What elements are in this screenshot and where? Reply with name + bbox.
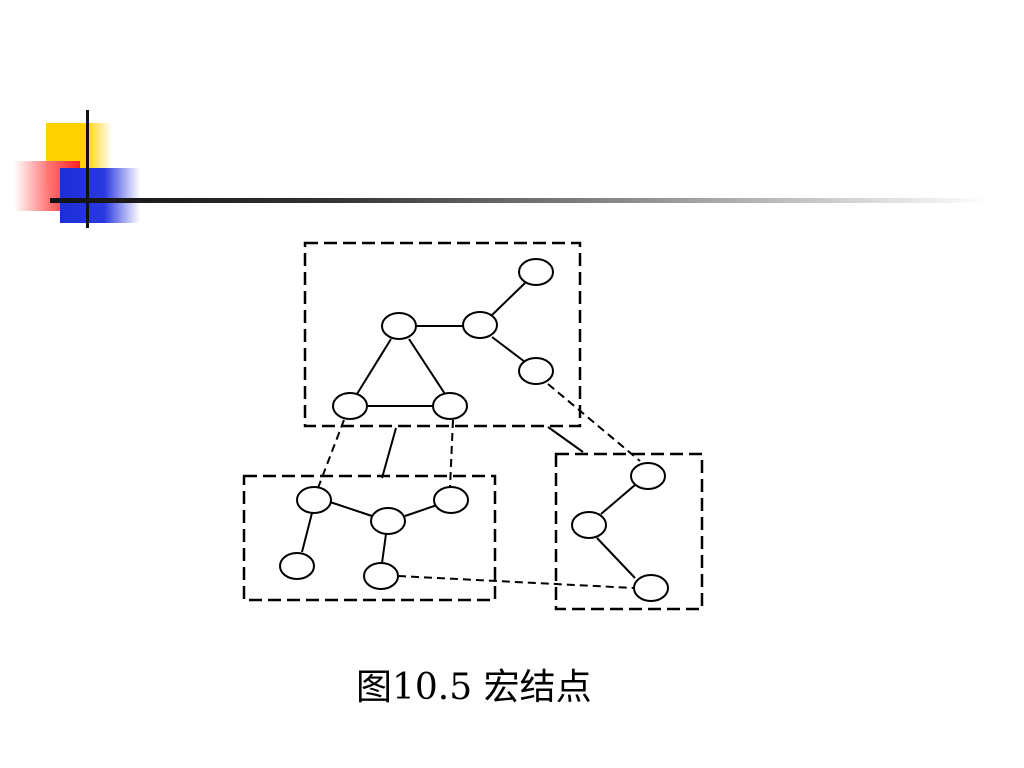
edge-solid	[381, 533, 387, 564]
edge-solid	[600, 484, 636, 515]
graph-node	[518, 258, 554, 286]
macro-node-box-bottom-left	[242, 474, 497, 602]
edge-solid	[596, 537, 636, 579]
graph-node	[630, 462, 666, 490]
graph-node	[462, 311, 498, 339]
edge-solid	[404, 503, 441, 517]
graph-node	[332, 392, 368, 420]
edge-dashed	[547, 383, 641, 462]
graph-node	[296, 486, 332, 514]
title-rule	[50, 198, 990, 203]
edge-dashed	[317, 419, 345, 489]
decoration-vertical-line	[86, 110, 89, 228]
edge-solid	[408, 338, 446, 395]
graph-node	[633, 574, 669, 602]
edge-dashed	[397, 575, 635, 589]
edge-solid	[491, 336, 526, 363]
graph-node	[518, 357, 554, 385]
graph-node	[432, 392, 468, 420]
graph-node	[571, 511, 607, 539]
edge-solid	[381, 427, 397, 479]
graph-node	[363, 562, 399, 590]
graph-node	[370, 507, 406, 535]
graph-node	[279, 552, 315, 580]
decoration-blue-square	[60, 168, 140, 223]
edge-solid	[329, 501, 373, 517]
edge-solid	[301, 512, 313, 553]
macro-node-box-bottom-right	[554, 452, 704, 611]
graph-node	[433, 486, 469, 514]
edge-solid	[490, 282, 526, 317]
macro-node-box-top	[303, 241, 582, 428]
edge-solid	[356, 338, 392, 395]
edge-dashed	[449, 419, 454, 488]
figure-caption: 图10.5 宏结点	[356, 667, 592, 708]
edge-solid	[547, 426, 584, 453]
graph-node	[381, 312, 417, 340]
